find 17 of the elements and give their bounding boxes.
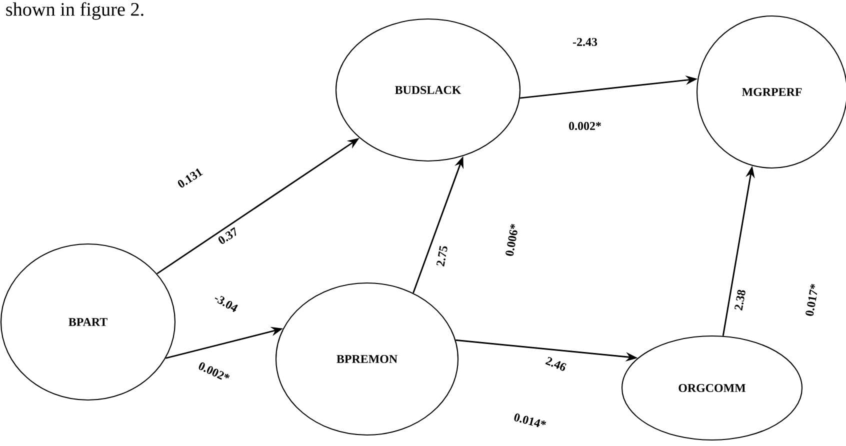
body-text: shown in figure 2.: [6, 2, 144, 20]
p-value-label: 0.002*: [569, 122, 601, 130]
ellipse-node: BPART: [0, 243, 176, 401]
p-value-label: 0.002*: [198, 362, 230, 380]
ellipse-node: ORGCOMM: [621, 335, 803, 441]
p-value-label: 0.006*: [506, 224, 518, 256]
edge-label: -2.43: [573, 38, 598, 46]
edge-label: 0.131: [178, 168, 203, 188]
p-value-label: 0.017*: [806, 284, 818, 316]
ellipse-node: BUDSLACK: [335, 18, 521, 162]
edge-label: 2.38: [734, 290, 746, 310]
edge-label: -3.04: [214, 296, 238, 312]
edge-label: 2.75: [436, 246, 448, 266]
ellipse-node: BPREMON: [275, 282, 459, 436]
edge-label: 2.46: [545, 356, 566, 371]
p-value-label: 0.014*: [514, 414, 546, 428]
p-value-label: 0.37: [218, 227, 236, 244]
